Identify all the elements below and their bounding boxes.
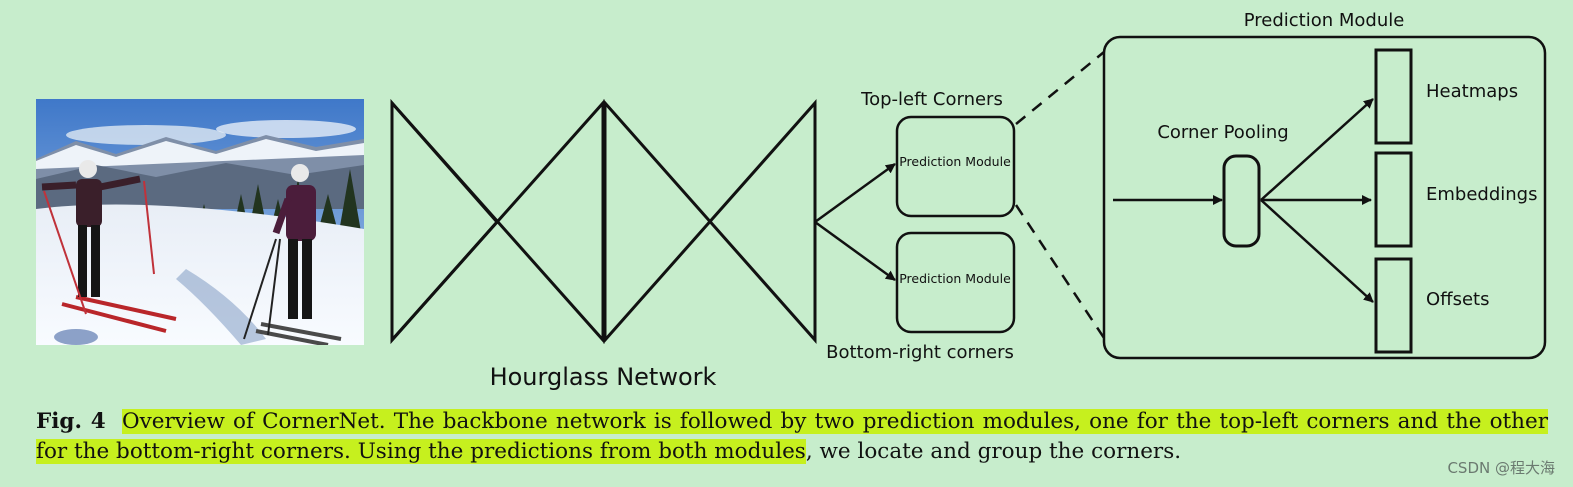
caption-rest-text: , we locate and group the corners.	[805, 439, 1182, 464]
highlighted-caption-text: Overview of CornerNet. The backbone netw…	[36, 409, 1548, 464]
arrow-to-heatmaps	[1260, 98, 1374, 201]
zoom-line-top	[1015, 51, 1105, 125]
corner-pooling-block	[1222, 154, 1261, 248]
hourglass-network-label: Hourglass Network	[490, 363, 717, 391]
top-left-prediction-module-box	[895, 115, 1016, 218]
prediction-module-title: Prediction Module	[1244, 10, 1405, 31]
architecture-diagram: Hourglass Network Top-left Corners Botto…	[390, 10, 1547, 391]
arrow-to-bottom-module	[814, 220, 896, 282]
heatmaps-label: Heatmaps	[1426, 81, 1518, 102]
embeddings-label: Embeddings	[1426, 184, 1537, 205]
skiers-photo-image	[36, 99, 364, 345]
figure-caption: Fig. 4 Overview of CornerNet. The backbo…	[36, 407, 1548, 467]
small-module-label-top: Prediction Module	[899, 154, 1011, 169]
csdn-watermark: CSDN @程大海	[1447, 459, 1555, 477]
figure-label: Fig. 4	[36, 409, 106, 434]
arrow-to-top-module	[814, 162, 896, 224]
prediction-module-detail-box	[1102, 35, 1547, 360]
heatmaps-block	[1374, 48, 1413, 145]
arrow-to-offsets	[1260, 199, 1374, 303]
bottom-right-prediction-module-box	[895, 231, 1016, 334]
zoom-line-bottom	[1014, 204, 1106, 339]
offsets-block	[1374, 257, 1413, 354]
embeddings-block	[1374, 151, 1413, 248]
corner-pooling-label: Corner Pooling	[1157, 122, 1288, 143]
skiers-photo	[36, 99, 364, 345]
hourglass-network-shape	[390, 99, 817, 344]
cornernet-figure: Hourglass Network Top-left Corners Botto…	[36, 10, 1547, 391]
small-module-label-bottom: Prediction Module	[899, 271, 1011, 286]
bottom-right-corners-label: Bottom-right corners	[826, 342, 1014, 363]
offsets-label: Offsets	[1426, 289, 1489, 310]
top-left-corners-label: Top-left Corners	[860, 89, 1003, 110]
